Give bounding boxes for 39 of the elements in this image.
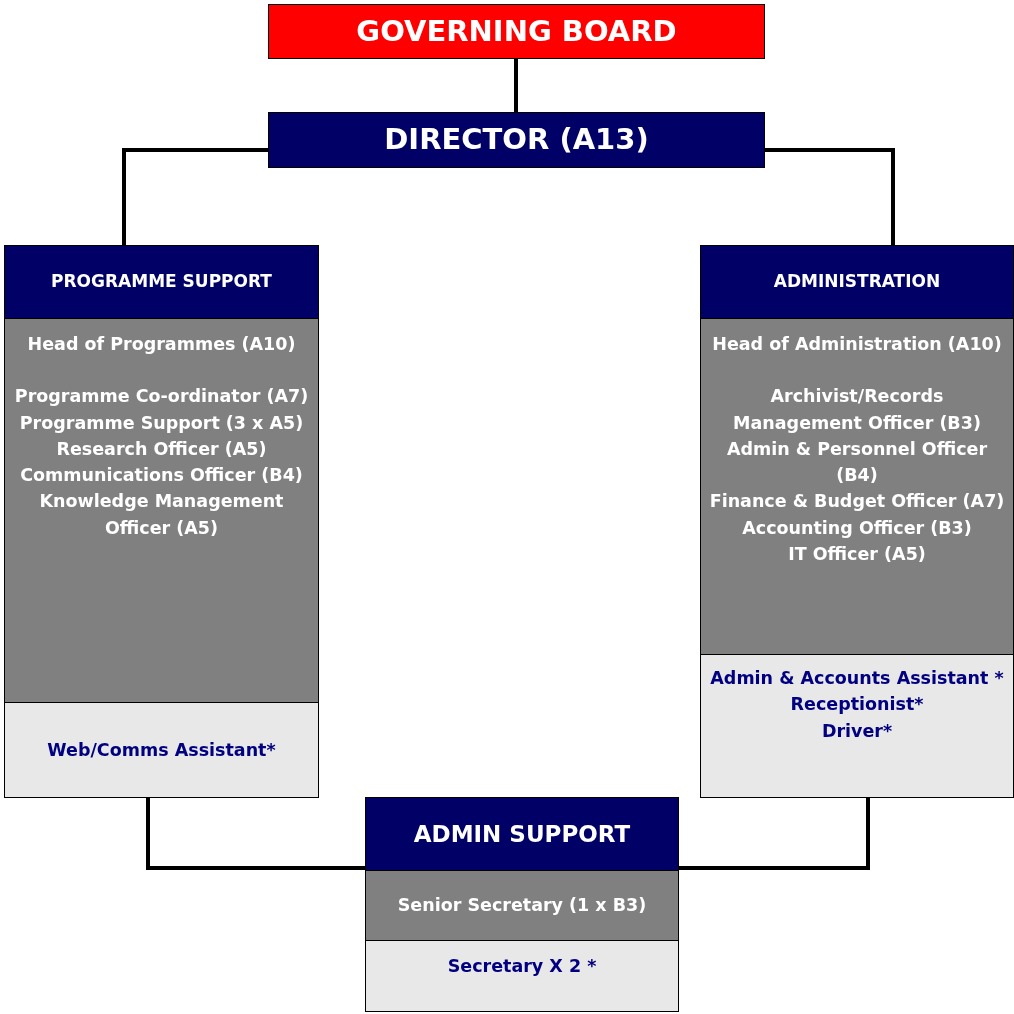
position-title: Receptionist* bbox=[790, 693, 924, 717]
position-title: Driver* bbox=[821, 719, 893, 743]
connector-line bbox=[146, 798, 365, 870]
support-staff-panel bbox=[365, 940, 679, 1012]
header-box bbox=[268, 112, 765, 168]
heading-text: ADMIN SUPPORT bbox=[413, 819, 631, 849]
position-title: Programme Support (3 x A5) bbox=[19, 411, 304, 435]
heading-text: GOVERNING BOARD bbox=[356, 12, 677, 50]
position-title: Finance & Budget Officer (A7) bbox=[709, 490, 1005, 514]
header-box bbox=[700, 245, 1014, 319]
position-title: Archivist/Records Management Officer (B3) bbox=[732, 385, 982, 435]
staff-panel bbox=[700, 318, 1014, 655]
connector-line bbox=[122, 148, 268, 245]
heading-text: ADMINISTRATION bbox=[773, 270, 941, 294]
position-title: Head of Administration (A10) bbox=[712, 333, 1002, 356]
heading-text: PROGRAMME SUPPORT bbox=[51, 270, 272, 294]
header-box bbox=[4, 245, 319, 319]
header-box bbox=[365, 797, 679, 871]
board-box bbox=[268, 4, 765, 59]
connector-line bbox=[514, 59, 518, 112]
position-title: Head of Programmes (A10) bbox=[27, 333, 296, 356]
staff-panel bbox=[4, 318, 319, 703]
position-title: Research Officer (A5) bbox=[56, 437, 267, 461]
heading-text: DIRECTOR (A13) bbox=[384, 121, 649, 159]
position-title: Accounting Officer (B3) bbox=[742, 516, 972, 540]
connector-line bbox=[765, 148, 895, 245]
position-title: IT Officer (A5) bbox=[788, 542, 926, 566]
position-title: Secretary X 2 * bbox=[447, 955, 597, 978]
support-staff-panel bbox=[700, 654, 1014, 798]
position-title: Senior Secretary (1 x B3) bbox=[397, 894, 647, 918]
position-title: Web/Comms Assistant* bbox=[47, 738, 276, 762]
position-title: Communications Officer (B4) bbox=[20, 464, 303, 487]
position-title: Admin & Personnel Officer (B4) bbox=[725, 437, 989, 487]
staff-panel bbox=[365, 870, 679, 941]
position-title: Programme Co-ordinator (A7) bbox=[14, 385, 309, 409]
position-title: Admin & Accounts Assistant * bbox=[710, 667, 1004, 690]
position-title: Knowledge Management Officer (A5) bbox=[38, 490, 285, 540]
connector-line bbox=[679, 798, 870, 870]
support-staff-panel bbox=[4, 702, 319, 798]
